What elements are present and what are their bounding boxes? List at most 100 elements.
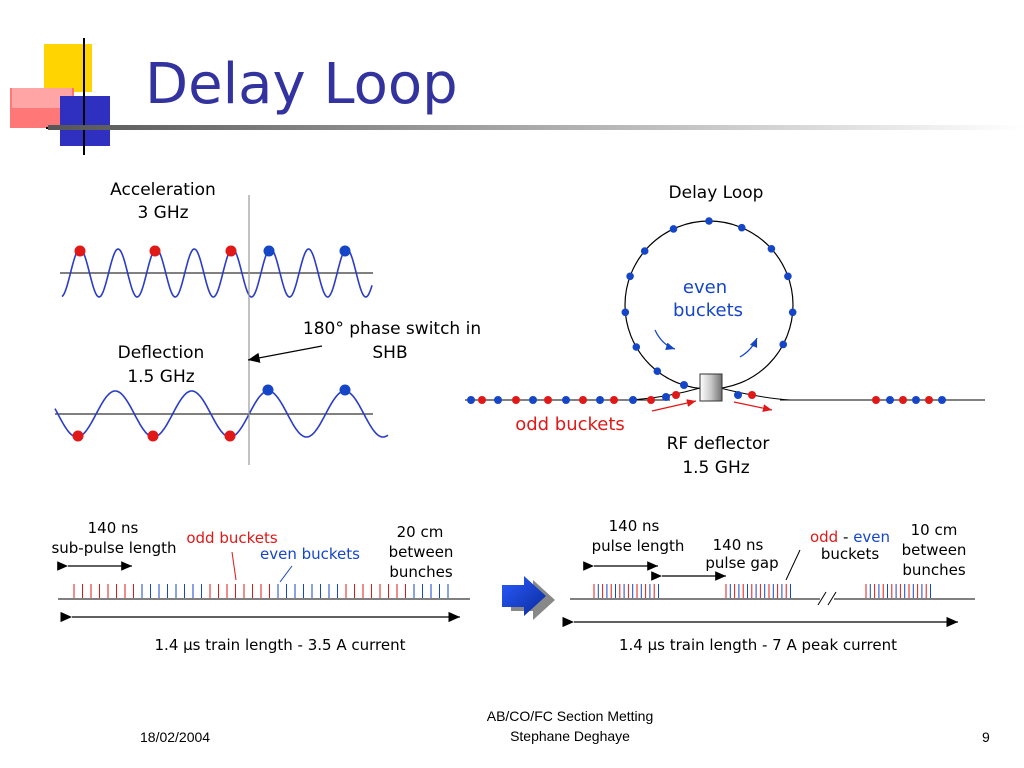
footer-date: 18/02/2004 [140,729,211,745]
deflection-label-line2: 1.5 GHz [127,367,194,387]
even-bunch-dot [912,396,920,404]
phase-switch-arrow [247,345,323,363]
even-buckets-label-line1: even [683,277,727,298]
odd-bunch-dot [478,396,486,404]
even-bunch-dot [629,396,637,404]
before-subpulse-label-line1: 140 ns [88,519,139,537]
even-bunch-dot [339,245,351,257]
before-train-label: 1.4 µs train length - 3.5 A current [155,636,406,654]
footer-author: Stephane Deghaye [510,728,630,744]
before-even-pointer [279,565,293,583]
ring-flow-arrow-left [654,329,676,351]
even-buckets-label-line2: buckets [673,300,743,321]
rf-deflector-box [699,373,723,402]
before-spacing-label-line1: 20 cm [397,523,444,541]
deflect-arrow-out [733,401,773,412]
odd-bunch-dot [147,430,159,442]
before-even-label: even buckets [260,545,360,563]
before-train-ticks [73,584,449,598]
deflection-wave [54,390,389,438]
before-odd-pointer [231,551,237,581]
transform-arrow [502,576,555,620]
beam-bunches-right [734,391,946,404]
title-underline [48,125,1024,130]
beam-bunches-left [467,381,688,404]
after-spacing-label-line2: between [902,541,967,559]
after-spacing-label-line1: 10 cm [911,521,958,539]
footer-section: AB/CO/FC Section Metting [486,708,654,724]
odd-bunch-dot [149,245,161,257]
even-bunch-dot [562,396,570,404]
phase-switch-label-line2: SHB [372,343,407,363]
after-odd-even-label: odd - even [810,528,890,546]
odd-bunch-dot [512,396,520,404]
odd-buckets-label: odd buckets [515,414,625,435]
odd-bunch-dot [74,245,86,257]
odd-bunch-dot [225,245,237,257]
odd-bunch-dot [899,396,907,404]
ring-bunch-dot [788,308,797,317]
before-odd-label: odd buckets [186,529,278,547]
axis-break-mark [817,591,827,606]
deflect-arrow-in [651,399,697,412]
delay-loop-diagram: Acceleration 3 GHz Deflection 1.5 GHz 18… [51,180,985,654]
even-bunch-dot [734,391,742,399]
ring-bunch-dot [738,223,746,232]
footer-page-number: 9 [982,729,990,745]
after-even-label: even [853,528,890,546]
even-bunch-dot [262,384,274,396]
before-spacing-label-line2: between [389,543,454,561]
ring-bunch-dot [626,272,634,281]
odd-bunch-dot [647,396,655,404]
even-bunch-dot [662,393,670,401]
ring-bunch-dot [632,343,641,351]
ring-bunch-dot [705,217,713,225]
after-odd-label: odd [810,528,838,546]
after-pulse-label-line1: 140 ns [609,517,660,535]
ring-bunches [621,217,797,376]
even-bunch-dot [467,396,475,404]
after-train-ticks [593,584,931,598]
even-bunch-dot [680,381,688,389]
rf-deflector-label-line1: RF deflector [667,434,770,454]
after-buckets-label: buckets [821,545,880,563]
odd-bunch-dot [925,396,933,404]
ring-flow-arrow-right [739,337,758,358]
after-gap-label-line2: pulse gap [705,554,778,572]
rf-deflector-label-line2: 1.5 GHz [682,458,749,478]
even-bunch-dot [886,396,894,404]
odd-bunch-dot [72,430,84,442]
even-bunch-dot [339,384,351,396]
odd-bunch-dot [872,396,880,404]
after-train-label: 1.4 µs train length - 7 A peak current [619,636,897,654]
acceleration-label-line1: Acceleration [110,180,216,200]
acceleration-wave [61,248,373,298]
ring-bunch-dot [779,340,787,349]
after-bucket-pointer [785,549,801,581]
ring-bunch-dot [784,272,792,281]
axis-break-mark [827,591,837,606]
even-bunch-dot [938,396,946,404]
acceleration-bunches [74,245,351,257]
odd-bunch-dot [748,391,756,399]
odd-bunch-dot [672,391,680,399]
even-bunch-dot [263,245,275,257]
ring-bunch-dot [669,225,678,233]
after-gap-label-line1: 140 ns [713,536,764,554]
ring-bunch-dot [621,308,630,317]
deflection-label-line1: Deflection [118,343,205,363]
ring-bunch-dot [640,247,649,255]
loop-title: Delay Loop [669,183,764,203]
even-bunch-dot [529,396,537,404]
even-bunch-dot [494,396,502,404]
after-pulse-label-line2: pulse length [592,537,685,555]
acceleration-label-line2: 3 GHz [137,203,188,223]
odd-bunch-dot [610,396,618,404]
even-bunch-dot [596,396,604,404]
deflection-bunches [72,384,351,442]
footer-center: AB/CO/FC Section Metting Stephane Deghay… [420,706,720,746]
before-spacing-label-line3: bunches [389,563,453,581]
odd-bunch-dot [579,396,587,404]
odd-bunch-dot [544,396,552,404]
